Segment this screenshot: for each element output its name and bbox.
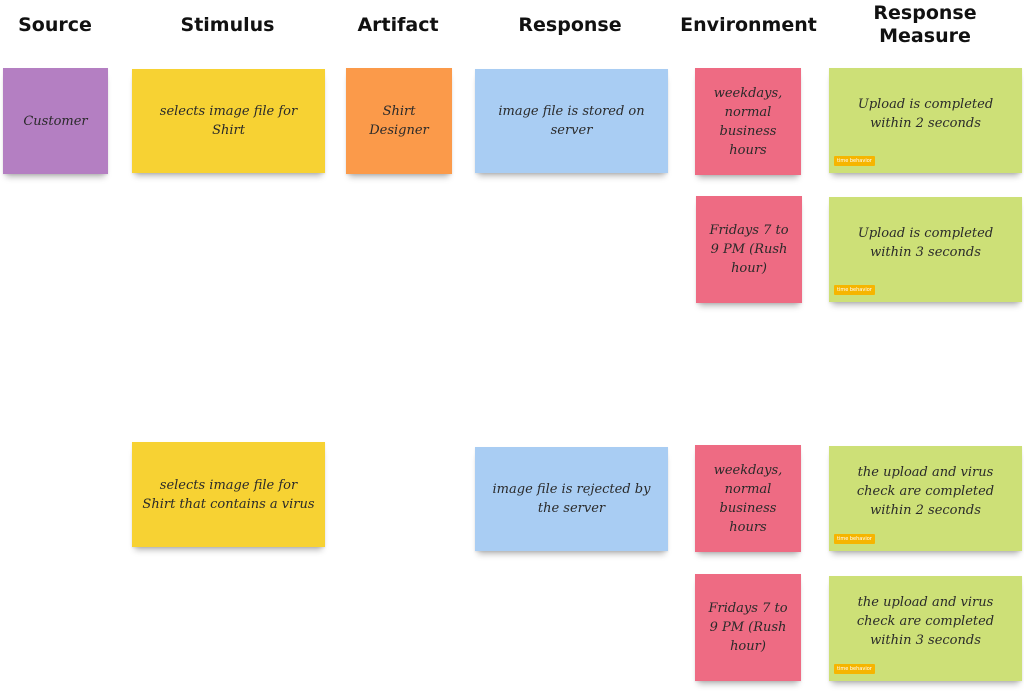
header-source: Source xyxy=(18,13,92,36)
sticky-note-response-measure[interactable]: Upload is completed within 2 seconds tim… xyxy=(829,68,1022,173)
sticky-note-text: Shirt Designer xyxy=(369,104,429,138)
sticky-note-response-measure[interactable]: the upload and virus check are completed… xyxy=(829,446,1022,551)
sticky-note-text: weekdays, normal business hours xyxy=(713,85,783,158)
sticky-note-environment[interactable]: Fridays 7 to 9 PM (Rush hour) xyxy=(696,196,802,303)
sticky-note-text: Fridays 7 to 9 PM (Rush hour) xyxy=(708,601,788,654)
sticky-note-text: image file is rejected by the server xyxy=(492,482,651,516)
header-response-measure: Response Measure xyxy=(850,0,1000,50)
sticky-note-text: Fridays 7 to 9 PM (Rush hour) xyxy=(709,223,789,276)
quality-tag: time behavior xyxy=(834,156,875,166)
sticky-note-stimulus[interactable]: selects image file for Shirt that contai… xyxy=(132,442,325,547)
sticky-note-artifact[interactable]: Shirt Designer xyxy=(346,68,452,174)
header-artifact: Artifact xyxy=(357,13,439,36)
quality-tag: time behavior xyxy=(834,534,875,544)
sticky-note-text: selects image file for Shirt xyxy=(159,104,298,138)
sticky-note-text: Customer xyxy=(23,113,88,129)
sticky-note-source[interactable]: Customer xyxy=(3,68,108,174)
header-response: Response xyxy=(518,13,622,36)
sticky-note-environment[interactable]: weekdays, normal business hours xyxy=(695,68,801,175)
sticky-note-environment[interactable]: weekdays, normal business hours xyxy=(695,445,801,552)
sticky-note-text: weekdays, normal business hours xyxy=(713,462,783,535)
header-response-measure-line2: Measure xyxy=(879,25,971,47)
sticky-note-text: image file is stored on server xyxy=(498,104,645,138)
sticky-note-response[interactable]: image file is stored on server xyxy=(475,69,668,173)
sticky-note-stimulus[interactable]: selects image file for Shirt xyxy=(132,69,325,173)
sticky-note-environment[interactable]: Fridays 7 to 9 PM (Rush hour) xyxy=(695,574,801,681)
sticky-note-text: the upload and virus check are completed… xyxy=(856,595,995,648)
sticky-note-text: the upload and virus check are completed… xyxy=(856,465,995,518)
sticky-note-response-measure[interactable]: Upload is completed within 3 seconds tim… xyxy=(829,197,1022,302)
header-response-measure-line1: Response xyxy=(873,2,977,24)
sticky-note-text: Upload is completed within 2 seconds xyxy=(857,96,994,131)
quality-tag: time behavior xyxy=(834,664,875,674)
sticky-note-text: selects image file for Shirt that contai… xyxy=(142,477,315,512)
quality-tag: time behavior xyxy=(834,285,875,295)
header-environment: Environment xyxy=(680,13,817,36)
header-stimulus: Stimulus xyxy=(180,13,275,36)
sticky-note-response-measure[interactable]: the upload and virus check are completed… xyxy=(829,576,1022,681)
sticky-note-response[interactable]: image file is rejected by the server xyxy=(475,447,668,551)
sticky-note-text: Upload is completed within 3 seconds xyxy=(857,225,994,260)
